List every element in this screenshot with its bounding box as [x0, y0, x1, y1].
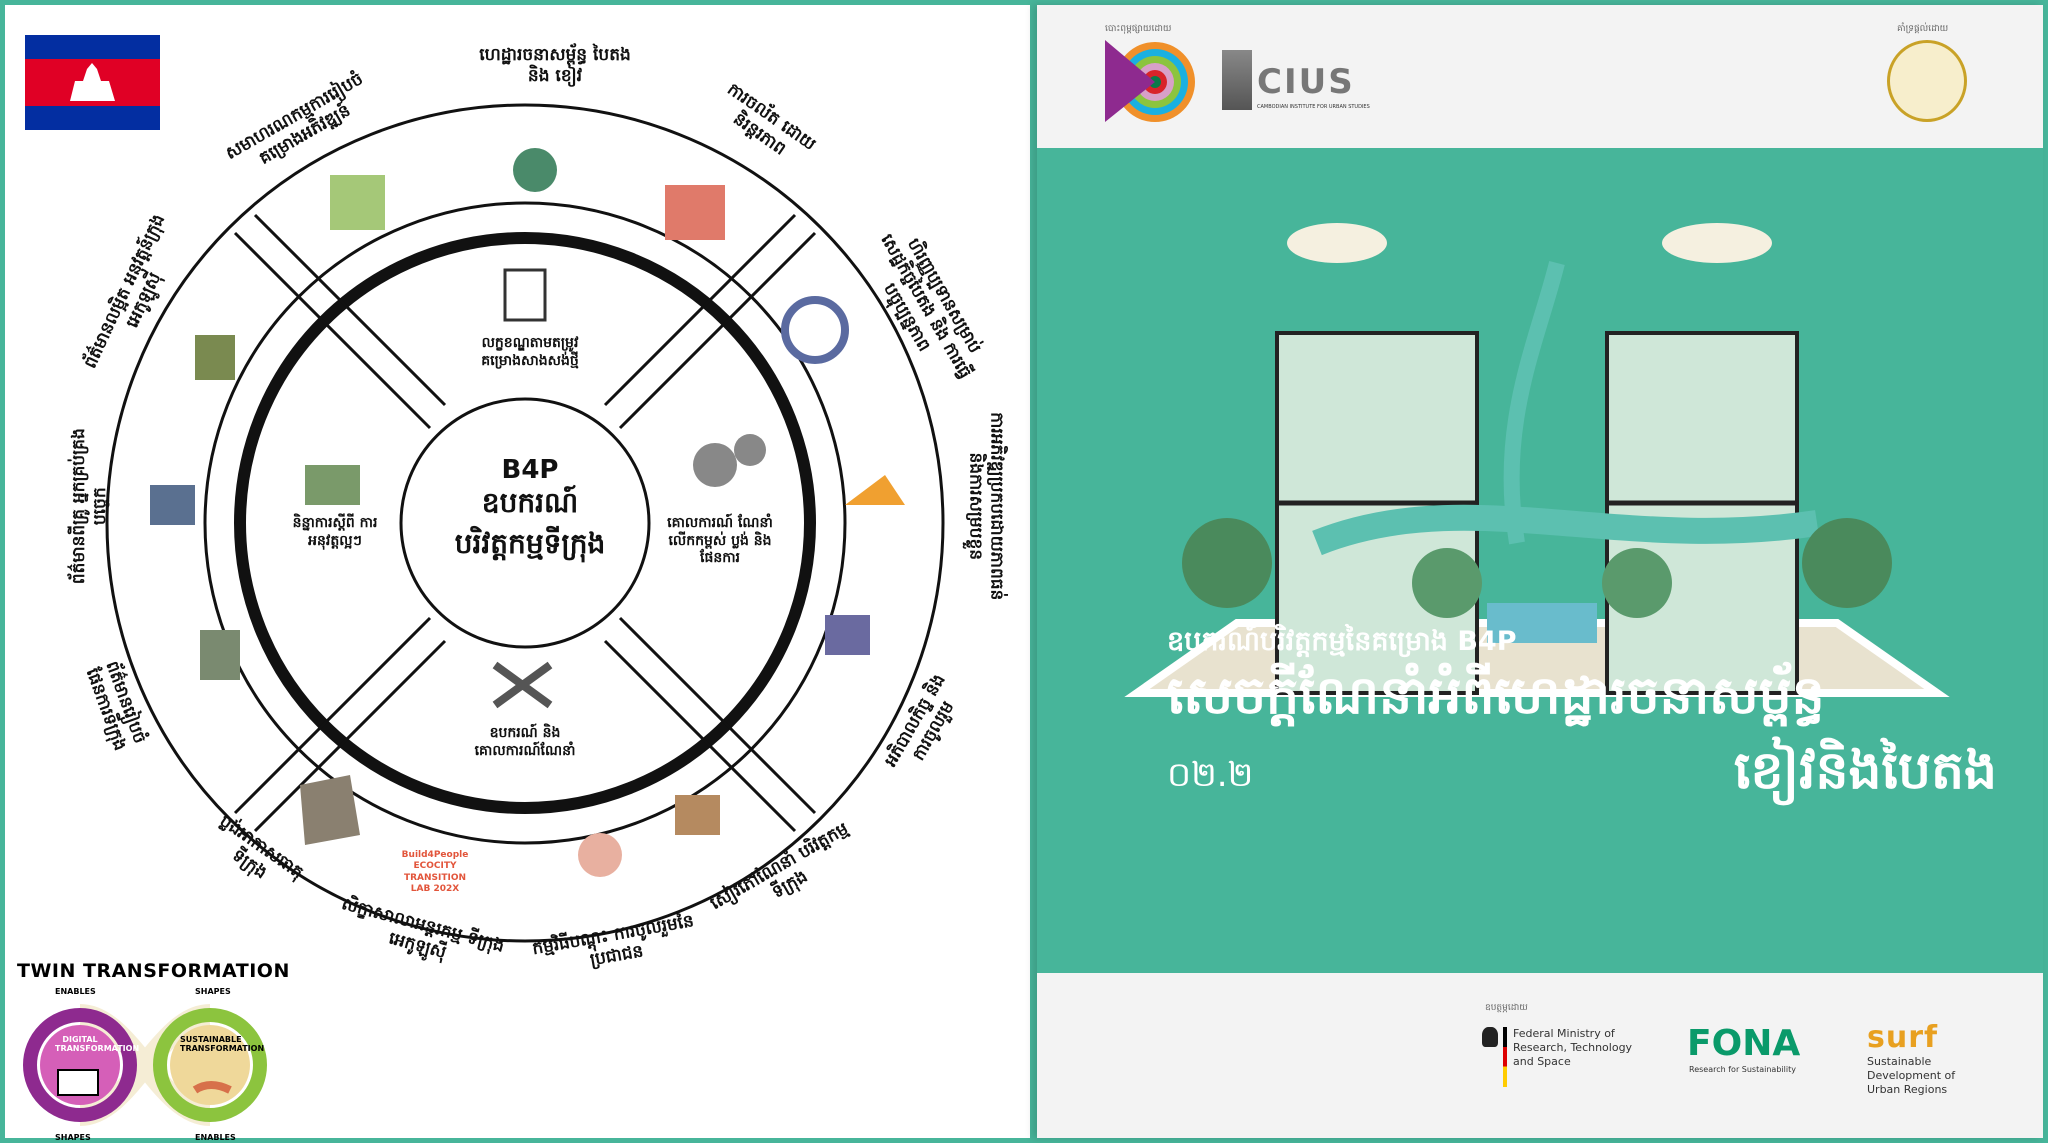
- inner-label: លក្ខខណ្ឌតាមតម្រូវ គម្រោងសាងសង់ថ្មី: [481, 335, 579, 369]
- published-by: បោះពុម្ពផ្សាយដោយ: [1105, 24, 1172, 34]
- grid-icon: [330, 175, 385, 230]
- supported-by: គាំទ្រផ្តល់ដោយ: [1897, 24, 1949, 34]
- cover-title-line2: ខៀវនិងបៃតង: [1733, 741, 1997, 801]
- surf-logo: surf: [1867, 1020, 1939, 1055]
- tools-icon: [492, 661, 553, 709]
- cius-text: CIUS: [1257, 62, 1355, 102]
- board-icon: [150, 485, 195, 525]
- center-line3: បរិវត្តកម្មទីក្រុង: [454, 527, 606, 560]
- cover-subtitle: ឧបករណ៍បរិវត្តកម្មនៃគម្រោង B4P: [1167, 626, 1517, 657]
- cius-full: CAMBODIAN INSTITUTE FOR URBAN STUDIES: [1257, 104, 1370, 110]
- fona-logo: FONA: [1687, 1023, 1801, 1064]
- ministry-seal: [1887, 40, 1967, 122]
- cover-title-line1: សេចក្តីណែនាំអំពីហេដ្ឋារចនាសម្ព័ន្ធ: [1167, 666, 1825, 726]
- cambodia-flag: [25, 35, 160, 130]
- sustainable-label: SUSTAINABLE TRANSFORMATION: [180, 1035, 265, 1053]
- digital-label: DIGITAL TRANSFORMATION: [55, 1035, 140, 1053]
- wheel-center: B4P ឧបករណ៍ បរិវត្តកម្មទីក្រុង: [415, 455, 645, 567]
- center-line2: ឧបករណ៍: [481, 486, 579, 519]
- diagram-page: B4P ឧបករណ៍ បរិវត្តកម្មទីក្រុង លក្ខខណ្ឌតា…: [5, 5, 1030, 1142]
- wheel-icons: [150, 148, 905, 877]
- podium-icon: [305, 465, 360, 505]
- eagle-icon: [1482, 1027, 1498, 1047]
- enables-label: ENABLES: [195, 1133, 236, 1142]
- cius-logo: CIUS CAMBODIAN INSTITUTE FOR URBAN STUDI…: [1222, 50, 1392, 120]
- enables-label: ENABLES: [55, 987, 96, 996]
- bmftr-text: Federal Ministry of Research, Technology…: [1513, 1027, 1633, 1068]
- shapes-label: SHAPES: [195, 987, 231, 996]
- mobility-icon: [665, 185, 725, 240]
- book-icon: [675, 795, 720, 835]
- cover-band: ឧបករណ៍បរិវត្តកម្មនៃគម្រោង B4P សេចក្តីណែន…: [1037, 148, 2043, 973]
- outer-label: ហេដ្ឋារចនាសម្ព័ន្ធ បៃតង និង ខៀវ: [479, 45, 631, 87]
- participation-icon: [578, 833, 622, 877]
- tree-icon: [513, 148, 557, 192]
- b4p-wheel: [105, 103, 945, 943]
- city-map-icon: [300, 775, 360, 845]
- inner-label: និន្នាការស្តីពី ការអនុវត្តល្អៗ: [292, 515, 378, 549]
- outer-label: ការអភិវឌ្ឍប្រកបដោយភាពធន់ និងការសម្របខ្លួ…: [965, 412, 1007, 601]
- twin-transformation-diagram: DIGITAL TRANSFORMATION SUSTAINABLE TRANS…: [20, 987, 270, 1142]
- inner-label: គោលការណ៍ ណែនាំលើកកម្ពស់ ប្លង់ និងផែនការ: [667, 515, 773, 566]
- cover-illustration: [1124, 223, 1950, 697]
- surf-subtitle: Sustainable Development of Urban Regions: [1867, 1055, 1956, 1096]
- shapes-label: SHAPES: [55, 1133, 91, 1142]
- finance-icon: [781, 296, 849, 364]
- inner-label: ឧបករណ៍ និង គោលការណ៍ណែនាំ: [474, 725, 576, 759]
- german-flag-bar: [1503, 1027, 1507, 1087]
- checklist-icon: [503, 268, 547, 322]
- ecocity-badge: Build4People ECOCITY TRANSITION LAB 202X: [401, 850, 469, 894]
- presentation-icon: [200, 630, 240, 680]
- publisher-logo: [1105, 40, 1195, 122]
- book-cover: បោះពុម្ពផ្សាយដោយ គាំទ្រផ្តល់ដោយ CIUS CAM…: [1037, 5, 2043, 1138]
- board-icon: [195, 335, 235, 380]
- governance-icon: [825, 615, 870, 655]
- twin-transformation-title: TWIN TRANSFORMATION: [17, 960, 290, 982]
- fona-subtitle: Research for Sustainability: [1689, 1065, 1796, 1074]
- gears-icon: [693, 443, 737, 487]
- outer-label: ព័ត៌មានពីគ្រូ អ្នកគ្រប់គ្រងបច្ចេក: [68, 428, 110, 585]
- center-b4p: B4P: [501, 455, 559, 485]
- resilience-hand-icon: [845, 475, 905, 505]
- cover-version: ០២.២: [1167, 755, 1254, 795]
- funded-by: ឧបត្ថម្ភដោយ: [1485, 1003, 1528, 1013]
